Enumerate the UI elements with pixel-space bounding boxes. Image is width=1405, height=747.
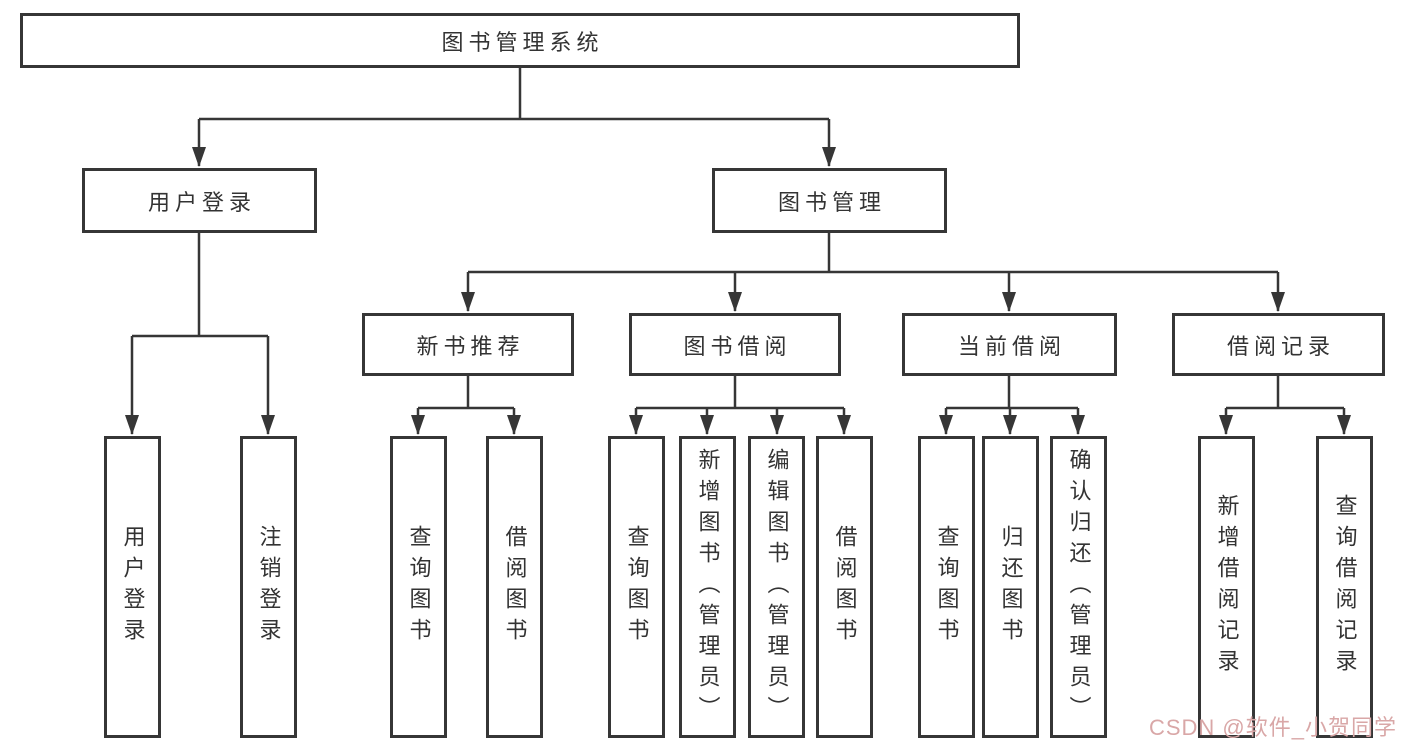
- leaf-borrowing-query-books-label: 查询图书: [624, 525, 650, 649]
- leaf-current-return-books: 归还图书: [982, 436, 1039, 738]
- leaf-records-add-record: 新增借阅记录: [1198, 436, 1255, 738]
- node-book-borrowing-label: 图书借阅: [683, 333, 792, 359]
- node-new-book-recommend: 新书推荐: [362, 313, 574, 376]
- leaf-records-query-record-label: 查询借阅记录: [1332, 494, 1358, 680]
- leaf-logout-label: 注销登录: [256, 525, 282, 649]
- node-book-management: 图书管理: [712, 168, 947, 233]
- node-user-login-label: 用户登录: [147, 189, 256, 215]
- leaf-user-login-label: 用户登录: [120, 525, 146, 649]
- leaf-current-confirm-return-admin-label: 确认归还（管理员）: [1066, 447, 1092, 727]
- leaf-borrowing-borrow-books-label: 借阅图书: [832, 525, 858, 649]
- leaf-borrowing-add-books-admin: 新增图书（管理员）: [679, 436, 736, 738]
- leaf-newbooks-borrow-books-label: 借阅图书: [502, 525, 528, 649]
- node-book-management-label: 图书管理: [777, 189, 886, 215]
- node-root-library-system: 图书管理系统: [20, 13, 1020, 68]
- leaf-newbooks-query-books: 查询图书: [390, 436, 447, 738]
- node-user-login: 用户登录: [82, 168, 317, 233]
- leaf-current-return-books-label: 归还图书: [998, 525, 1024, 649]
- leaf-borrowing-add-books-admin-label: 新增图书（管理员）: [695, 447, 721, 727]
- node-new-book-recommend-label: 新书推荐: [416, 333, 525, 359]
- leaf-records-query-record: 查询借阅记录: [1316, 436, 1373, 738]
- leaf-current-query-books: 查询图书: [918, 436, 975, 738]
- node-borrowing-records: 借阅记录: [1172, 313, 1385, 376]
- leaf-current-query-books-label: 查询图书: [934, 525, 960, 649]
- leaf-borrowing-query-books: 查询图书: [608, 436, 665, 738]
- leaf-user-login: 用户登录: [104, 436, 161, 738]
- leaf-records-add-record-label: 新增借阅记录: [1214, 494, 1240, 680]
- leaf-borrowing-edit-books-admin-label: 编辑图书（管理员）: [764, 447, 790, 727]
- node-current-borrowing: 当前借阅: [902, 313, 1117, 376]
- leaf-newbooks-query-books-label: 查询图书: [406, 525, 432, 649]
- leaf-borrowing-borrow-books: 借阅图书: [816, 436, 873, 738]
- node-root-label: 图书管理系统: [441, 29, 604, 55]
- csdn-watermark: CSDN @软件_小贺同学: [1148, 715, 1397, 740]
- leaf-newbooks-borrow-books: 借阅图书: [486, 436, 543, 738]
- leaf-borrowing-edit-books-admin: 编辑图书（管理员）: [748, 436, 805, 738]
- node-book-borrowing: 图书借阅: [629, 313, 841, 376]
- node-borrowing-records-label: 借阅记录: [1226, 333, 1335, 359]
- leaf-logout: 注销登录: [240, 436, 297, 738]
- node-current-borrowing-label: 当前借阅: [957, 333, 1066, 359]
- leaf-current-confirm-return-admin: 确认归还（管理员）: [1050, 436, 1107, 738]
